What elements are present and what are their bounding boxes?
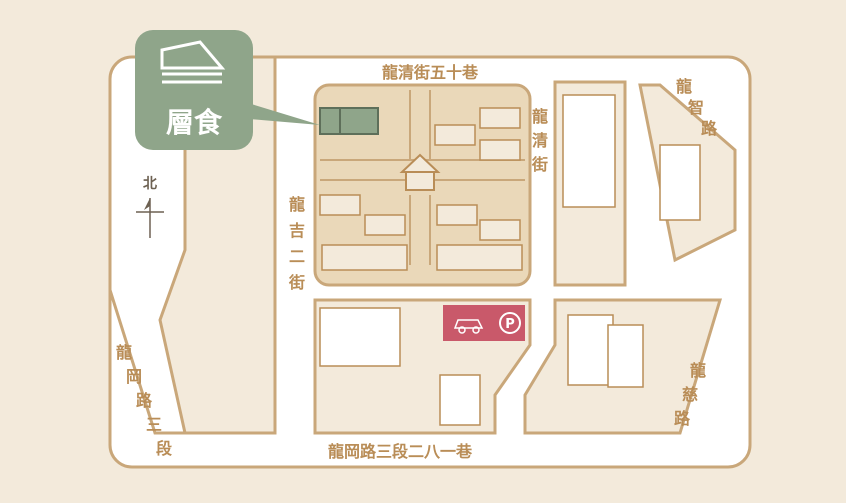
- street-label-left-vertical: 龍 吉 二 街: [288, 195, 305, 292]
- svg-text:街: 街: [531, 155, 548, 174]
- svg-text:路: 路: [701, 119, 718, 138]
- logo-callout[interactable]: 層食: [135, 30, 320, 150]
- parking-symbol: P: [505, 317, 515, 332]
- logo-badge: [135, 30, 253, 150]
- svg-text:龍: 龍: [289, 195, 305, 214]
- pavilion: [399, 153, 441, 191]
- svg-text:岡: 岡: [126, 367, 142, 386]
- logo-text: 層食: [166, 106, 223, 139]
- svg-text:段: 段: [156, 439, 173, 458]
- svg-text:街: 街: [288, 273, 305, 292]
- cake-icon: [160, 40, 226, 84]
- compass-label: 北: [143, 176, 157, 192]
- svg-text:清: 清: [532, 131, 548, 150]
- svg-text:慈: 慈: [682, 385, 698, 404]
- street-label-vertical-middle: 龍 清 街: [531, 107, 548, 174]
- svg-text:龍: 龍: [532, 107, 548, 126]
- far-east-tower: [659, 144, 701, 221]
- car-icon: [453, 319, 484, 334]
- svg-text:龍: 龍: [690, 361, 706, 380]
- parking-icon: [499, 312, 521, 334]
- target-building[interactable]: [319, 107, 379, 135]
- svg-text:龍: 龍: [676, 77, 692, 96]
- parking-lot[interactable]: P: [443, 305, 525, 341]
- svg-text:吉: 吉: [289, 221, 305, 240]
- road-edge-diagonal: [108, 289, 275, 435]
- street-label-right-lower: 龍 慈 路: [674, 361, 706, 428]
- street-label-right-top: 龍 智 路: [676, 77, 718, 138]
- svg-text:龍: 龍: [116, 343, 132, 362]
- south-buildings: [319, 307, 401, 367]
- svg-text:二: 二: [289, 247, 305, 266]
- east-apartments: [562, 94, 616, 208]
- svg-text:智: 智: [688, 98, 704, 117]
- svg-text:路: 路: [674, 409, 691, 428]
- street-label-bottom: 龍岡路三段二八一巷: [328, 442, 473, 461]
- se-tower-2: [607, 324, 644, 388]
- svg-text:三: 三: [146, 415, 162, 434]
- compass-arrow-icon: [144, 198, 150, 210]
- svg-text:路: 路: [136, 391, 153, 410]
- compass: 北: [136, 176, 164, 238]
- park-houses: [319, 107, 523, 271]
- street-label-top: 龍清街五十巷: [382, 63, 479, 82]
- street-label-left-diagonal: 龍 岡 路 三 段: [116, 343, 173, 458]
- logo-pointer: [238, 100, 320, 125]
- se-tower-1: [567, 314, 614, 386]
- south-building-small: [439, 374, 481, 426]
